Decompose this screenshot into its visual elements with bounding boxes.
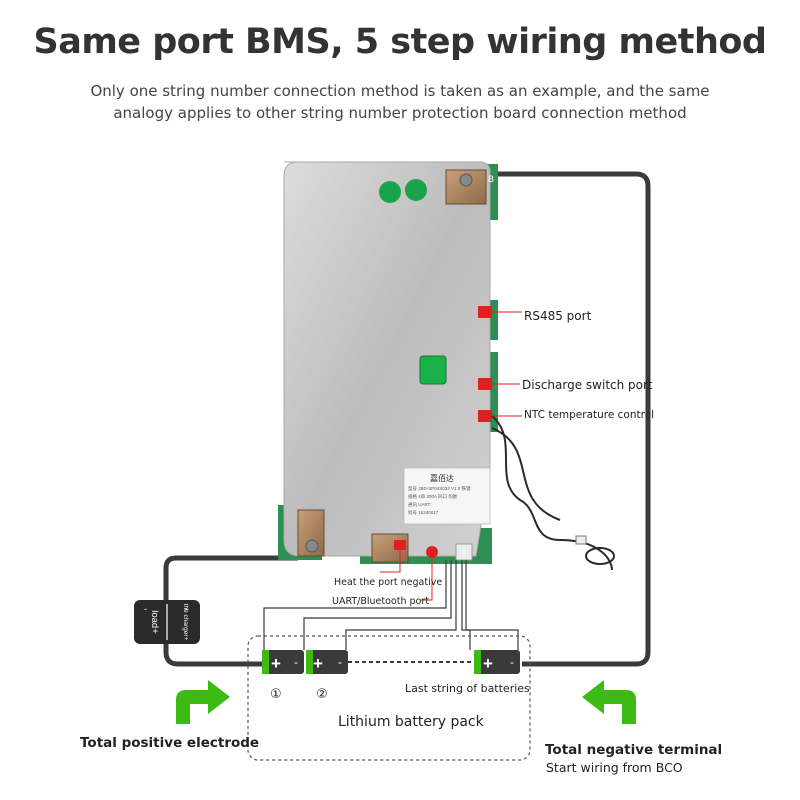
bms-board: B 嘉佰达 型号 JBD-SP04S034 V1 5 铁锂 规格 4串 200A… <box>278 161 498 564</box>
rs485-port-label: RS485 port <box>524 309 592 323</box>
subtitle-line-1: Only one string number connection method… <box>90 82 710 100</box>
indicator-right <box>405 179 427 201</box>
cell-1-plus: + <box>271 654 281 673</box>
cell-2-minus: - <box>338 655 342 669</box>
cell-last-minus: - <box>510 655 514 669</box>
ntc-temperature-label: NTC temperature control <box>524 409 654 421</box>
arrow-left-icon <box>582 680 636 724</box>
cell-1-marker: ① <box>270 687 282 702</box>
cell-2-marker: ② <box>316 687 328 702</box>
green-chip <box>419 355 447 385</box>
load-charger-box: load+ the charger+ - - <box>134 600 200 644</box>
ntc-probe-loop <box>585 547 615 565</box>
label-batch: 批号 16240017 <box>408 509 439 516</box>
label-brand: 嘉佰达 <box>430 473 454 483</box>
indicator-left <box>379 181 401 203</box>
b-terminal-label: B <box>488 174 494 184</box>
board-label-sticker: 嘉佰达 型号 JBD-SP04S034 V1 5 铁锂 规格 4串 200A 同… <box>403 467 491 525</box>
heatsink <box>283 161 491 557</box>
uart-connector <box>426 546 438 558</box>
load-label: load+ <box>149 610 160 634</box>
heat-port-negative-label: Heat the port negative <box>334 577 442 588</box>
load-minus-right: - <box>186 604 189 614</box>
negative-main-cable <box>488 171 651 667</box>
start-wiring-label: Start wiring from BCO <box>546 760 683 775</box>
port-leaders <box>380 311 522 601</box>
balance-connector <box>455 543 473 561</box>
battery-cell-2: + - <box>306 650 348 674</box>
heat-negative-connector <box>394 540 406 550</box>
discharge-switch-connector <box>478 378 492 390</box>
subtitle-line-2: analogy applies to other string number p… <box>113 104 687 122</box>
total-negative-label: Total negative terminal <box>545 742 722 758</box>
ntc-sensor-wire <box>491 415 613 571</box>
ntc-sensor-wire-2 <box>491 427 561 521</box>
uart-bluetooth-port-label: UART/Bluetooth port <box>332 596 429 607</box>
label-model: 型号 JBD-SP04S034 V1 5 铁锂 <box>408 485 471 492</box>
cell-2-plus: + <box>313 654 323 673</box>
battery-cell-last: + - <box>474 650 520 674</box>
load-minus-left: - <box>144 604 147 614</box>
rs485-connector <box>478 306 492 318</box>
page-title: Same port BMS, 5 step wiring method <box>33 22 767 62</box>
last-string-label: Last string of batteries <box>405 682 530 695</box>
p-terminal-screw <box>305 539 319 553</box>
charger-label: the charger+ <box>182 604 189 641</box>
label-comm: 通讯 UART <box>408 501 431 508</box>
total-positive-label: Total positive electrode <box>80 735 259 751</box>
ntc-probe-tip <box>575 535 587 545</box>
cell-last-plus: + <box>483 654 493 673</box>
discharge-switch-port-label: Discharge switch port <box>522 378 653 392</box>
label-spec: 规格 4串 200A 同口 均衡 <box>408 493 458 500</box>
cell-1-minus: - <box>294 655 298 669</box>
battery-cell-1: + - <box>262 650 304 674</box>
balance-wires <box>263 560 519 650</box>
b-terminal-screw <box>459 173 473 187</box>
battery-pack-outline <box>247 635 531 761</box>
battery-pack-label: Lithium battery pack <box>338 714 485 730</box>
ntc-connector <box>478 410 492 422</box>
arrow-right-icon <box>176 680 230 724</box>
